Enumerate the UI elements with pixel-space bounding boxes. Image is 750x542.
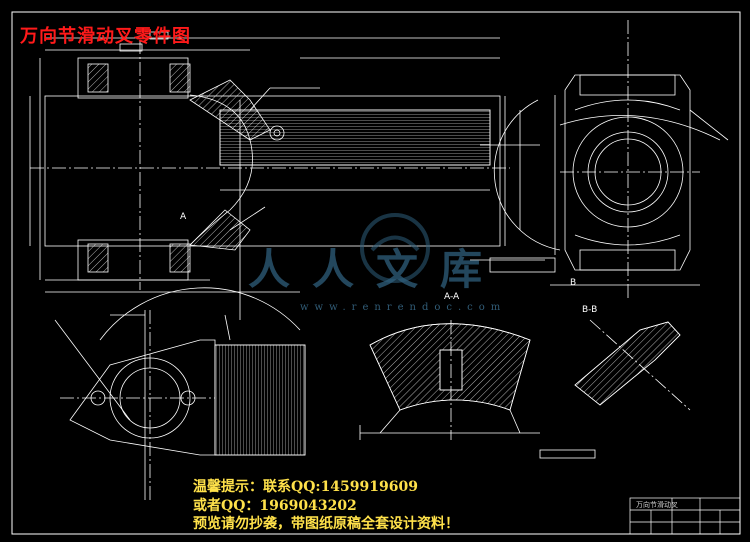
end-view [493, 20, 729, 300]
notice-line-2: 或者QQ：1969043202 [193, 498, 357, 514]
title-block [629, 497, 741, 535]
bottom-view [54, 287, 306, 500]
notice-line-3: 预览请勿抄袭，带图纸原稿全套设计资料！ [193, 516, 459, 532]
view-label-b: B [570, 278, 577, 288]
main-view [29, 31, 556, 320]
watermark-url: www.renrendoc.com [300, 302, 507, 313]
watermark-logo [360, 213, 430, 283]
section-aa-label: A-A [444, 292, 460, 302]
drawing-frame [11, 11, 741, 535]
section-bb [574, 319, 691, 411]
view-label-a: A [180, 212, 187, 222]
notice-qq-primary: 1459919609 [320, 479, 418, 495]
section-bb-label: B-B [582, 305, 598, 315]
section-aa [359, 320, 596, 459]
title-block-part-name: 万向节滑动叉 [636, 501, 678, 509]
notice-line-1-prefix: 温馨提示：联系QQ: [193, 479, 321, 495]
spline-hatch [219, 109, 491, 166]
notice-line-1: 温馨提示：联系QQ:1459919609 [193, 476, 418, 496]
watermark-brand: 人人文库 [248, 245, 505, 294]
drawing-title: 万向节滑动叉零件图 [20, 26, 191, 47]
